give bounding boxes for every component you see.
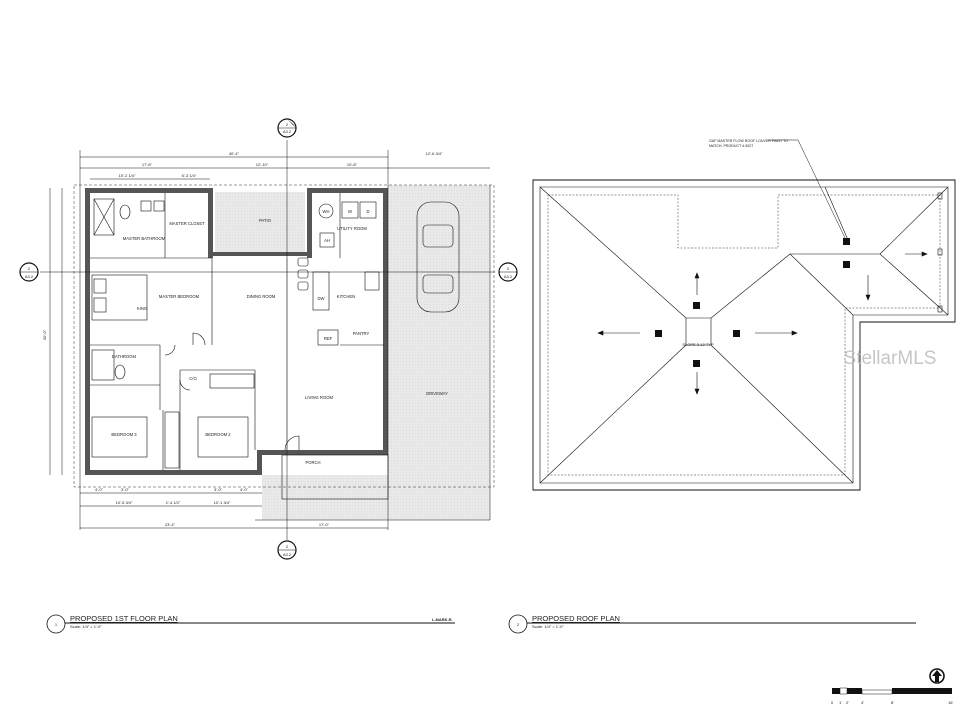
dim-bottom-b: 3'-0"	[121, 487, 130, 492]
room-label-kitchen: KITCHEN	[337, 294, 355, 299]
floor-plan: MASTER BATHROOM MASTER CLOSET PATIO UTIL…	[19, 118, 518, 560]
slope-arrows	[597, 251, 928, 395]
dim-bottom-g: 10'-1 3/4"	[214, 500, 231, 505]
interior-walls	[90, 193, 384, 470]
svg-text:8': 8'	[891, 700, 894, 705]
floor-plan-title-block: 1 PROPOSED 1ST FLOOR PLAN Scale: 1/4" = …	[46, 614, 455, 634]
wall-line-below	[547, 194, 941, 476]
dim-bottom-c: 3'-0"	[214, 487, 223, 492]
roof-note-line2: MATCH. PRODUCT # 5027	[709, 144, 753, 148]
room-label-master-bedroom: MASTER BEDROOM	[159, 294, 200, 299]
driveway-area	[388, 185, 490, 520]
svg-text:2: 2	[286, 122, 289, 127]
roof-plan-title-block: 2 PROPOSED ROOF PLAN Scale: 1/4" = 1'-0"	[508, 614, 916, 634]
dim-bottom-d: 4'-0"	[240, 487, 249, 492]
north-arrow-icon	[929, 668, 945, 684]
dim-bottom-f: 2'-4 1/2"	[166, 500, 181, 505]
section-marker-top[interactable]: 2 A3.2	[277, 118, 297, 138]
label-washer: W	[348, 209, 352, 214]
room-label-bathroom: BATHROOM	[112, 354, 136, 359]
roof-vents	[655, 238, 850, 367]
drawing-title: PROPOSED 1ST FLOOR PLAN	[70, 614, 178, 623]
svg-text:0: 0	[831, 700, 834, 705]
dimension-lines	[49, 150, 490, 530]
roof-slope-label: SLOPE 3-12 TYP	[682, 342, 714, 347]
svg-text:A3.2: A3.2	[504, 274, 513, 279]
label-dryer: D	[366, 209, 369, 214]
svg-text:A3.2: A3.2	[25, 274, 34, 279]
room-label-master-bathroom: MASTER BATHROOM	[123, 236, 166, 241]
section-marker-bottom[interactable]: 2 A3.2	[277, 540, 297, 560]
car-icon	[416, 201, 460, 313]
dim-bottom-e: 10'-5 3/4"	[116, 500, 133, 505]
room-label-master-closet: MASTER CLOSET	[169, 221, 205, 226]
drawing-scale: Scale: 1/4" = 1'-0"	[532, 624, 564, 629]
exterior-walls	[85, 188, 388, 475]
svg-text:2: 2	[28, 266, 31, 271]
label-dishwasher: DW	[318, 296, 325, 301]
dim-top-right: 10'-8"	[347, 162, 358, 167]
label-king-bed: KING	[137, 306, 147, 311]
room-label-utility: UTILITY ROOM	[337, 226, 367, 231]
roof-outline	[532, 179, 956, 491]
label-linen: C/O	[189, 376, 197, 381]
room-label-bedroom-3: BEDROOM 3	[111, 432, 137, 437]
dim-top-left: 17'-6"	[142, 162, 153, 167]
dim-bath-width: 10'-2 1/4"	[119, 173, 136, 178]
room-label-porch: PORCH	[305, 460, 320, 465]
room-label-dining: DINING ROOM	[247, 294, 276, 299]
dim-driveway: 12'-6 3/4"	[426, 151, 443, 156]
dim-bottom-a: 4'-0"	[95, 487, 104, 492]
room-label-bedroom-2: BEDROOM 2	[205, 432, 231, 437]
dim-overall-width: 40'-4"	[229, 151, 240, 156]
svg-text:1': 1'	[839, 700, 842, 705]
room-label-patio: PATIO	[259, 218, 272, 223]
label-refrigerator: REF	[324, 336, 333, 341]
label-pantry: PANTRY	[353, 331, 370, 336]
section-marker-right[interactable]: 2 A3.2	[498, 262, 518, 282]
svg-text:2: 2	[507, 266, 510, 271]
dim-top-mid: 12'-10"	[256, 162, 269, 167]
svg-text:A3.2: A3.2	[283, 129, 292, 134]
dim-overall-depth: 30'-0"	[42, 329, 47, 340]
label-air-handler: AH	[324, 238, 330, 243]
svg-text:2: 2	[286, 544, 289, 549]
roof-plan: SLOPE 3-12 TYP GAF MASTER FLOW ROOF LOUV…	[532, 139, 956, 491]
drawing-title: PROPOSED ROOF PLAN	[532, 614, 620, 623]
dim-closet-width: 5'-3 1/4"	[182, 173, 197, 178]
section-marker-left[interactable]: 2 A3.2	[19, 262, 39, 282]
label-water-heater: WH	[323, 209, 330, 214]
room-label-driveway: DRIVEWAY	[426, 391, 448, 396]
roof-note-line1: GAF MASTER FLOW ROOF LOUVER PAINT TO	[709, 139, 788, 143]
drawing-number: 2	[517, 622, 520, 627]
room-label-living: LIVING ROOM	[305, 395, 333, 400]
dim-bottom-right: 17'-0"	[319, 522, 330, 527]
note-leader	[797, 139, 847, 241]
watermark: StellarMLS	[844, 348, 937, 369]
dim-bottom-left: 23'-4"	[165, 522, 176, 527]
graphic-scale-bar: 0 1' 2' 4' 8' 16'	[831, 687, 953, 705]
svg-text:4': 4'	[861, 700, 864, 705]
drawing-number: 1	[55, 622, 58, 627]
svg-text:16': 16'	[948, 700, 953, 705]
patio-area	[215, 192, 305, 252]
drawing-scale: Scale: 1/4" = 1'-0"	[70, 624, 102, 629]
hip-lines	[539, 186, 949, 484]
svg-text:2': 2'	[846, 700, 849, 705]
svg-text:A3.2: A3.2	[283, 552, 292, 557]
drawing-mark: L.MARK.R.	[432, 617, 453, 622]
